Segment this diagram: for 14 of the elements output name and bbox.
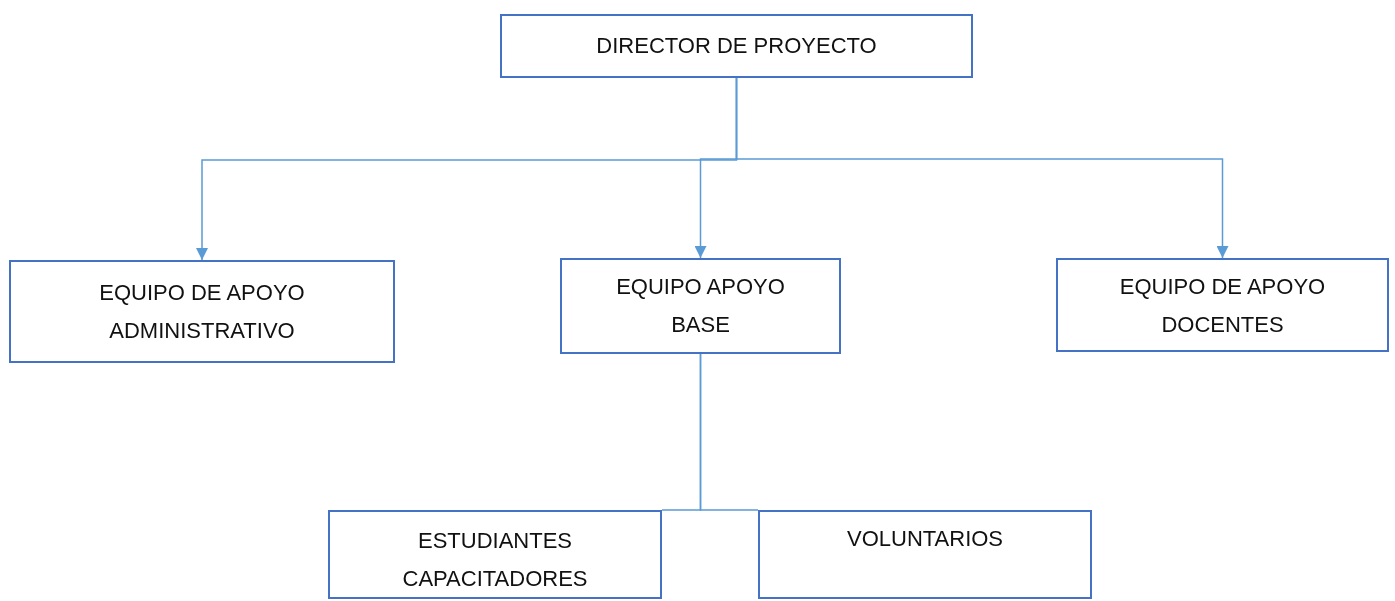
org-box <box>328 510 662 599</box>
box-label: DIRECTOR DE PROYECTO <box>595 32 878 60</box>
org-box <box>500 14 973 78</box>
org-box <box>560 258 841 354</box>
box-label: EQUIPO DE APOYO DOCENTES <box>1118 273 1327 339</box>
connector-line <box>735 77 1229 259</box>
org-box <box>758 510 1092 599</box>
box-label: EQUIPO APOYO BASE <box>615 273 786 339</box>
box-label: ESTUDIANTES CAPACITADORES <box>401 527 589 593</box>
box-label: VOLUNTARIOS <box>845 525 1005 553</box>
org-box <box>1056 258 1389 352</box>
box-label: EQUIPO DE APOYO ADMINISTRATIVO <box>98 279 306 345</box>
org-box <box>9 260 395 363</box>
connector-line <box>699 353 759 511</box>
